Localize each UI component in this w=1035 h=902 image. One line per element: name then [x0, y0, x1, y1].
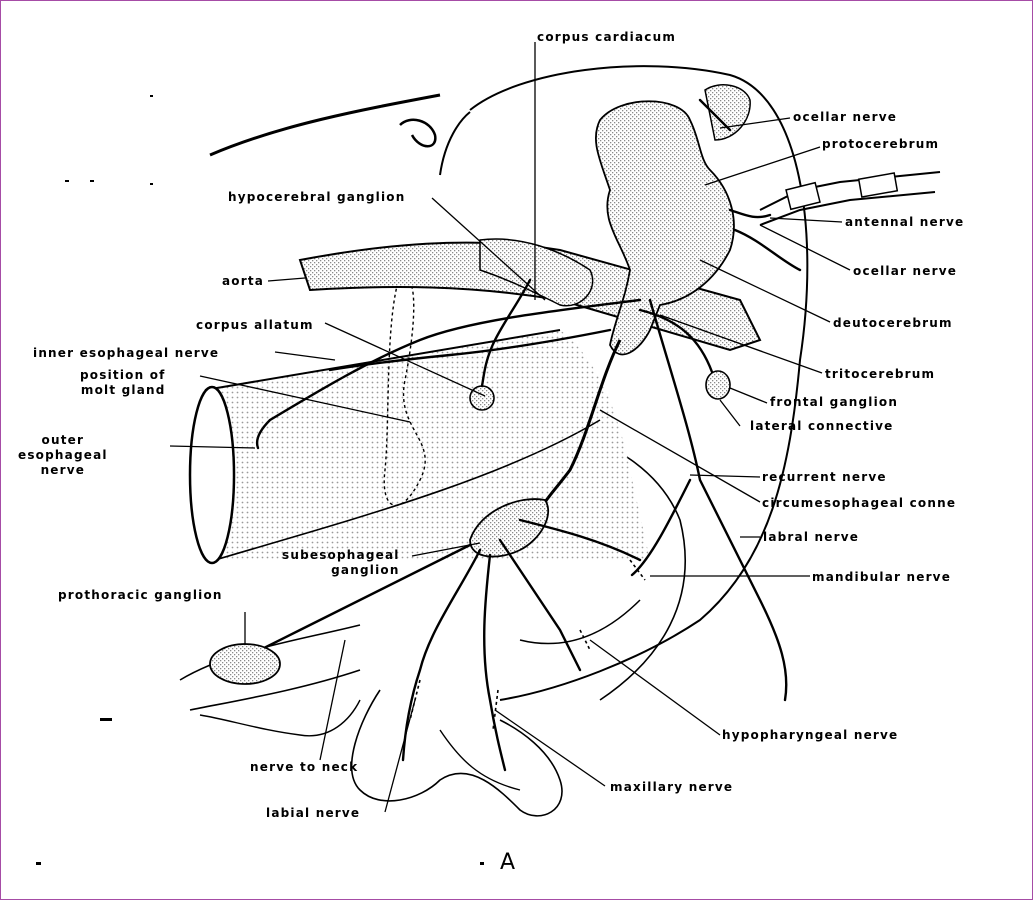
panel-letter: A — [500, 856, 515, 870]
label-frontal-ganglion: frontal ganglion — [770, 395, 898, 409]
label-corpus-allatum: corpus allatum — [196, 318, 314, 332]
label-inner-esophageal-nerve: inner esophageal nerve — [33, 346, 219, 360]
label-ocellar-nerve-lower: ocellar nerve — [853, 264, 957, 278]
label-subesophageal-ganglion: subesophageal ganglion — [282, 548, 400, 578]
label-labral-nerve: labral nerve — [763, 530, 859, 544]
cuticle-fold — [400, 120, 435, 146]
lower-contour — [520, 600, 640, 644]
label-outer-esophageal-nerve-text: outer esophageal nerve — [18, 433, 108, 477]
label-corpus-cardiacum: corpus cardiacum — [537, 30, 676, 44]
esophagus — [205, 330, 650, 560]
antennal-segment — [786, 183, 820, 210]
cuticle-line — [210, 95, 440, 155]
label-aorta: aorta — [222, 274, 264, 288]
label-maxillary-nerve: maxillary nerve — [610, 780, 733, 794]
esophagus-opening — [190, 387, 234, 563]
frontal-ganglion-shape — [706, 371, 730, 399]
label-protocerebrum: protocerebrum — [822, 137, 939, 151]
label-position-of-molt-gland: position of molt gland — [80, 368, 166, 398]
label-circumesophageal-connective: circumesophageal conne — [762, 496, 956, 510]
label-deutocerebrum: deutocerebrum — [833, 316, 953, 330]
lower-lip — [200, 700, 360, 736]
label-outer-esophageal-nerve: outer esophageal nerve — [18, 433, 108, 478]
label-tritocerebrum: tritocerebrum — [825, 367, 935, 381]
prothoracic-ganglion-shape — [210, 644, 280, 684]
label-ocellar-nerve-upper: ocellar nerve — [793, 110, 897, 124]
label-hypocerebral-ganglion: hypocerebral ganglion — [228, 190, 405, 204]
mouthparts-outline-2 — [440, 730, 520, 790]
label-subesophageal-ganglion-text: subesophageal ganglion — [282, 548, 400, 577]
label-recurrent-nerve: recurrent nerve — [762, 470, 887, 484]
label-nerve-to-neck: nerve to neck — [250, 760, 358, 774]
label-prothoracic-ganglion: prothoracic ganglion — [58, 588, 223, 602]
label-lateral-connective: lateral connective — [750, 419, 894, 433]
label-hypopharyngeal-nerve: hypopharyngeal nerve — [722, 728, 898, 742]
dashed-nerve-ends — [410, 560, 645, 730]
label-position-of-molt-gland-text: position of molt gland — [80, 368, 166, 397]
label-mandibular-nerve: mandibular nerve — [812, 570, 951, 584]
corpus-allatum-shape — [470, 386, 494, 410]
label-labial-nerve: labial nerve — [266, 806, 360, 820]
antennal-segment-2 — [859, 173, 898, 197]
head-top-fold — [440, 112, 470, 175]
label-antennal-nerve: antennal nerve — [845, 215, 964, 229]
